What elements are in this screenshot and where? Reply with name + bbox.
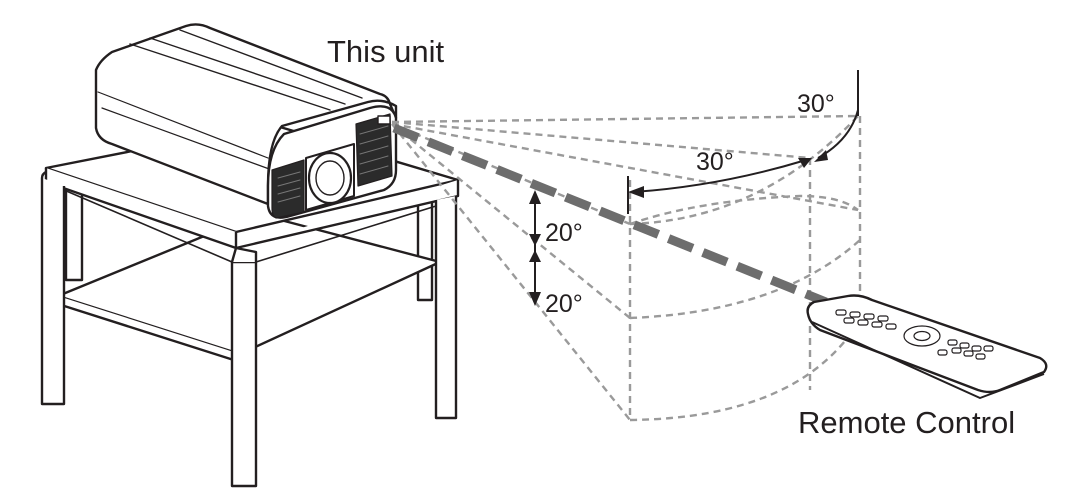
angle-label-upper: 20° [545, 219, 583, 247]
angle-label-vertical-top: 30° [797, 90, 835, 118]
reception-zone [391, 114, 862, 422]
ir-beam [392, 123, 828, 307]
angle-label-lower: 20° [545, 290, 583, 318]
unit-label: This unit [327, 34, 445, 69]
angle-markers [529, 70, 859, 306]
remote-label: Remote Control [798, 405, 1016, 440]
remote-control-icon [806, 294, 1048, 399]
projector-icon [94, 23, 398, 219]
angle-label-horizontal: 30° [696, 148, 734, 176]
